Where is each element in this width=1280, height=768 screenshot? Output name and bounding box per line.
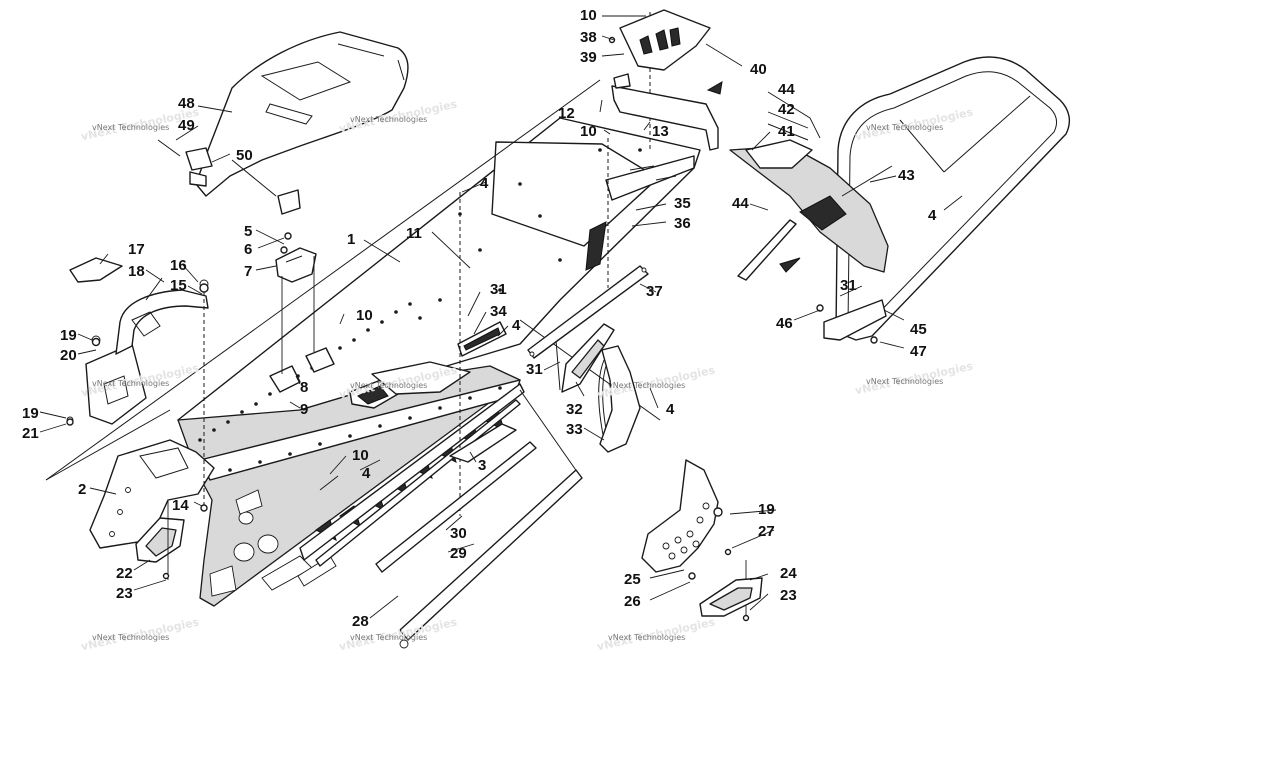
tow-bracket [561,323,641,453]
callout-50: 50 [236,147,253,164]
callout-29: 29 [450,545,467,562]
callout-7: 7 [244,263,252,280]
callout-37: 37 [646,283,663,300]
callout-32: 32 [566,401,583,418]
callout-33: 33 [566,421,583,438]
callout-2: 2 [78,481,86,498]
callout-49: 49 [178,117,195,134]
callout-11: 11 [406,225,422,242]
callout-31-a: 31 [490,281,507,298]
callout-44-b: 44 [732,195,749,212]
callout-17: 17 [128,241,145,258]
callout-4-b: 4 [512,317,521,334]
callout-18: 18 [128,263,145,280]
callout-28: 28 [352,613,369,630]
watermark-text: vNext Technologies [350,115,427,124]
callout-39: 39 [580,49,597,66]
watermark-text: vNext Technologies [350,381,427,390]
callout-34: 34 [490,303,507,320]
callout-30: 30 [450,525,467,542]
callout-31-c: 31 [840,277,857,294]
callout-47: 47 [910,343,927,360]
callout-3: 3 [478,457,486,474]
rear-flap-bracket [66,257,209,425]
callout-20: 20 [60,347,77,364]
callout-6: 6 [244,241,252,258]
callout-48: 48 [178,95,195,112]
center-brackets [269,247,471,409]
leader-lines [39,15,963,619]
callout-13: 13 [652,123,669,140]
watermark-text: vNext Technologies [92,379,169,388]
callout-9: 9 [300,401,308,418]
callout-15: 15 [170,277,187,294]
watermark-text: vNext Technologies [350,633,427,642]
callout-23-a: 23 [116,585,133,602]
callout-4-e: 4 [928,207,937,224]
running-board-rails [375,423,583,649]
callout-16: 16 [170,257,187,274]
callout-35: 35 [674,195,691,212]
callout-10-c: 10 [356,307,373,324]
callout-43: 43 [898,167,915,184]
watermark-text: vNext Technologies [608,381,685,390]
callout-38: 38 [580,29,597,46]
callout-44-a: 44 [778,81,795,98]
callout-19-a: 19 [60,327,77,344]
callout-45: 45 [910,321,927,338]
watermark-text: vNext Technologies [608,633,685,642]
footrest-pad-left [135,517,185,563]
callout-24: 24 [780,565,797,582]
callout-25: 25 [624,571,641,588]
callout-4-a: 4 [480,175,489,192]
callout-21: 21 [22,425,39,442]
watermark-text: vNext Technologies [92,633,169,642]
callout-4-c: 4 [362,465,371,482]
watermark-text: vNext Technologies [92,123,169,132]
callout-40: 40 [750,61,767,78]
callout-8: 8 [300,379,308,396]
callout-22: 22 [116,565,133,582]
callout-46: 46 [776,315,793,332]
watermark-text: vNext Technologies [866,377,943,386]
callout-4-d: 4 [666,401,675,418]
callout-19-c: 19 [758,501,775,518]
callout-26: 26 [624,593,641,610]
rear-top-bracket [611,9,719,151]
callout-36: 36 [674,215,691,232]
side-rail-37 [527,265,649,359]
callout-23-b: 23 [780,587,797,604]
snow-flap-plate [491,141,659,247]
callout-42: 42 [778,101,795,118]
callout-labels: 1 2 3 4 4 4 4 4 5 6 7 8 9 10 10 10 10 11… [22,7,937,630]
callout-31-b: 31 [526,361,543,378]
callout-10-b: 10 [580,123,597,140]
hardware [66,36,878,622]
callout-14: 14 [172,497,189,514]
rear-bumper-loop [823,56,1071,341]
callout-1: 1 [347,231,355,248]
seat-assembly [185,31,409,215]
seat [195,31,409,197]
callout-10-d: 10 [352,447,369,464]
watermark-text: vNext Technologies [866,123,943,132]
callout-41: 41 [778,123,795,140]
right-footrest [641,459,763,617]
callout-12: 12 [558,105,575,122]
rear-flap-light [706,81,893,281]
callout-27: 27 [758,523,775,540]
callout-19-b: 19 [22,405,39,422]
callout-5: 5 [244,223,252,240]
callout-10-a: 10 [580,7,597,24]
